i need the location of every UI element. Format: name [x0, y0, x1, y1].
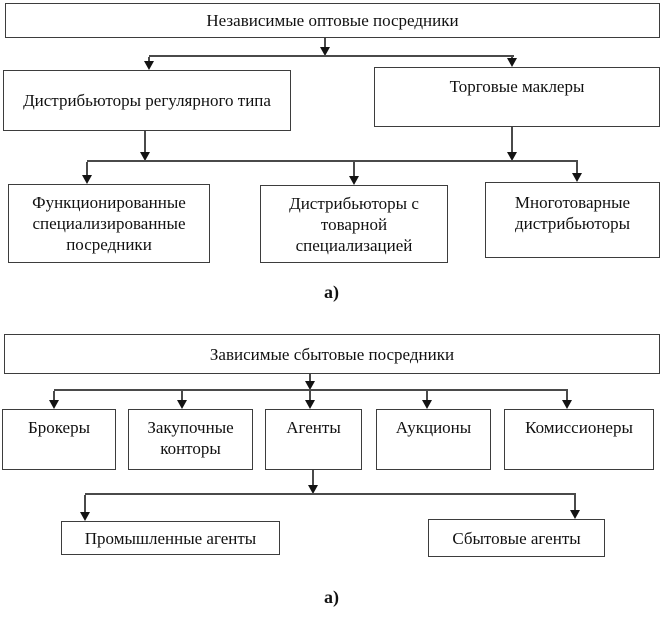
connector-line	[309, 374, 311, 382]
arrowhead	[305, 381, 315, 390]
box-multi-product-distributors: Многотоварные дистрибьюторы	[485, 182, 660, 258]
connector-line	[576, 162, 578, 174]
box-brokers: Брокеры	[2, 409, 116, 470]
caption-a-bottom: а)	[324, 587, 339, 607]
connector-line	[144, 131, 146, 153]
arrowhead	[562, 400, 572, 409]
connector-line	[86, 162, 88, 176]
connector-line	[181, 391, 183, 401]
connector-line	[566, 391, 568, 401]
connector-line	[148, 57, 150, 62]
connector-line	[149, 55, 514, 57]
connector-line	[87, 160, 578, 162]
arrowhead	[507, 58, 517, 67]
arrowhead	[140, 152, 150, 161]
arrowhead	[572, 173, 582, 182]
connector-line	[85, 493, 576, 495]
connector-line	[574, 495, 576, 511]
arrowhead	[177, 400, 187, 409]
arrowhead	[80, 512, 90, 521]
connector-line	[84, 495, 86, 513]
box-agents: Агенты	[265, 409, 362, 470]
box-trade-maklers: Торговые маклеры	[374, 67, 660, 127]
connector-line	[511, 127, 513, 153]
connector-line	[426, 391, 428, 401]
arrowhead	[49, 400, 59, 409]
arrowhead	[349, 176, 359, 185]
connector-line	[54, 389, 568, 391]
caption-a-top: а)	[324, 282, 339, 302]
connector-line	[324, 38, 326, 48]
box-product-specialized-distributors: Дистрибьюторы с товарной специализацией	[260, 185, 448, 263]
connector-line	[309, 391, 311, 401]
box-dependent-sales-intermediaries: Зависимые сбытовые посредники	[4, 334, 660, 374]
box-industrial-agents: Промышленные агенты	[61, 521, 280, 555]
box-auctions: Аукционы	[376, 409, 491, 470]
arrowhead	[308, 485, 318, 494]
arrowhead	[570, 510, 580, 519]
arrowhead	[144, 61, 154, 70]
arrowhead	[320, 47, 330, 56]
arrowhead	[82, 175, 92, 184]
arrowhead	[422, 400, 432, 409]
arrowhead	[507, 152, 517, 161]
arrowhead	[305, 400, 315, 409]
box-purchasing-offices: Закупочные конторы	[128, 409, 253, 470]
box-independent-wholesale-intermediaries: Независимые оптовые посредники	[5, 3, 660, 38]
connector-line	[353, 162, 355, 177]
box-regular-type-distributors: Дистрибьюторы регулярного типа	[3, 70, 291, 131]
box-functional-specialized-intermediaries: Функционированные специализированные пос…	[8, 184, 210, 263]
box-sales-agents: Сбытовые агенты	[428, 519, 605, 557]
connector-line	[53, 391, 55, 401]
connector-line	[312, 470, 314, 486]
box-commission-agents: Комиссионеры	[504, 409, 654, 470]
